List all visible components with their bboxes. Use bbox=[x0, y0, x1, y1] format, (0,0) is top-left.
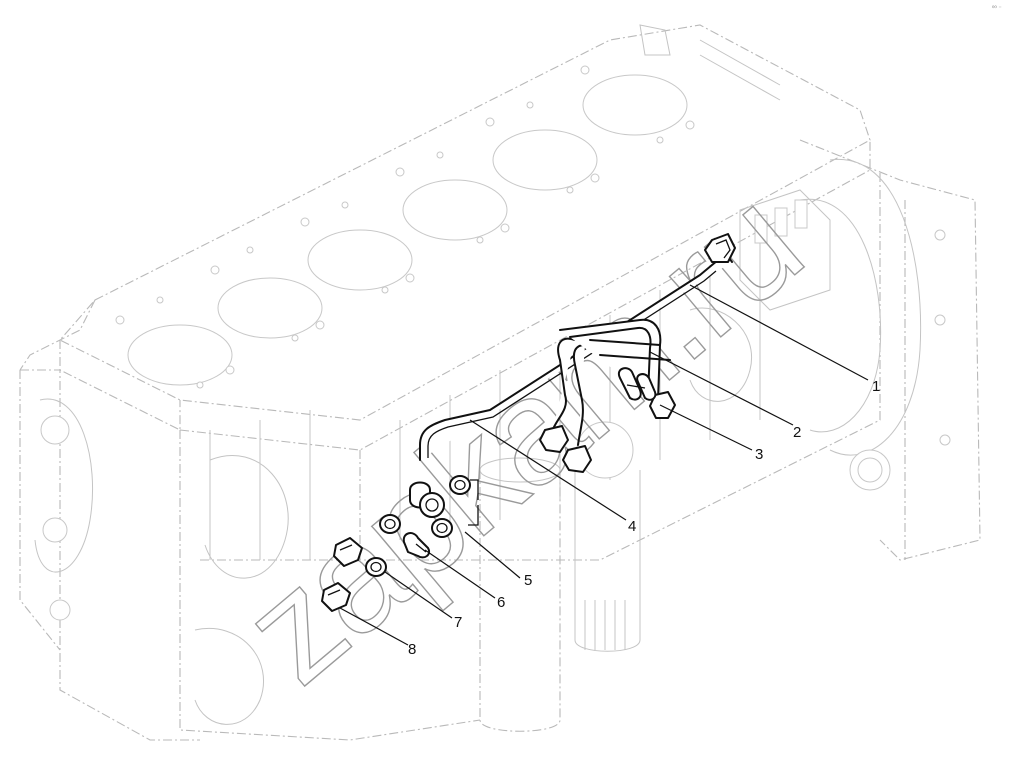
clamp bbox=[617, 367, 657, 401]
leader-6 bbox=[424, 549, 496, 599]
leader-4 bbox=[469, 419, 627, 521]
callout-4: 4 bbox=[628, 518, 636, 535]
banjo-union bbox=[379, 514, 430, 559]
callout-2: 2 bbox=[793, 424, 801, 441]
leader-7 bbox=[384, 571, 453, 619]
watermark: zapkam.ru bbox=[213, 159, 830, 715]
callout-3: 3 bbox=[755, 446, 763, 463]
leader-5 bbox=[464, 531, 521, 579]
pipe-assembly-union bbox=[409, 481, 445, 518]
engine-block-outline bbox=[19, 24, 981, 741]
leader-lines bbox=[339, 284, 869, 646]
leader-8 bbox=[339, 607, 409, 646]
leader-3 bbox=[659, 404, 753, 451]
leader-1 bbox=[689, 284, 869, 381]
callout-1: 1 bbox=[872, 378, 880, 395]
sealing-washer-5 bbox=[431, 475, 479, 538]
callout-6: 6 bbox=[497, 594, 505, 611]
corner-mark: ⁰⁰ ⁻ bbox=[992, 5, 1002, 12]
callout-7: 7 bbox=[454, 614, 462, 631]
callout-5: 5 bbox=[524, 572, 532, 589]
callout-8: 8 bbox=[408, 641, 416, 658]
sealing-washer-7 bbox=[365, 557, 387, 577]
banjo-bolt bbox=[321, 537, 363, 612]
callout-labels: 1 2 3 4 5 6 7 8 bbox=[408, 378, 880, 658]
leader-2 bbox=[649, 351, 794, 426]
